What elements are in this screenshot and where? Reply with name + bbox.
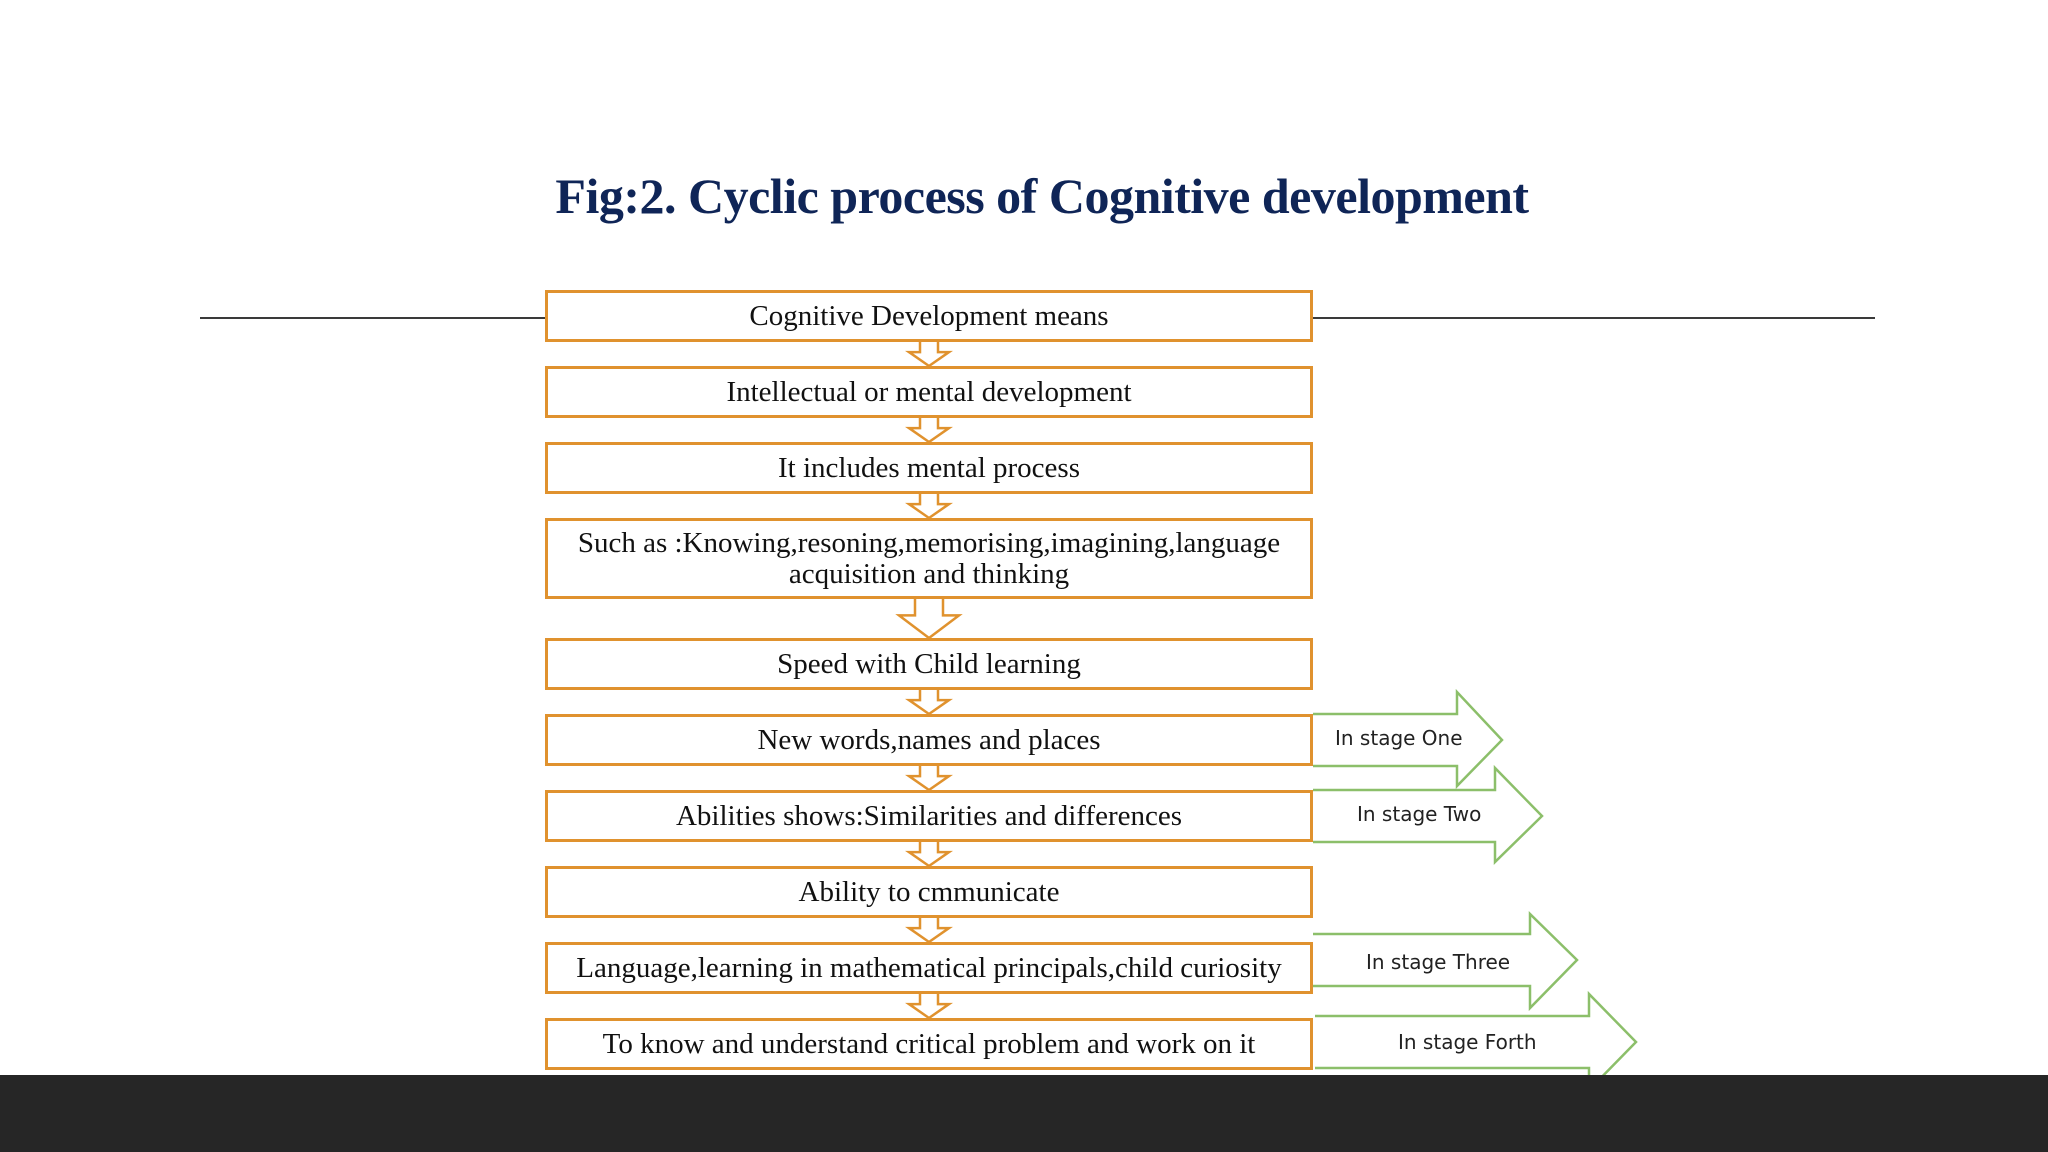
stage-two-label: In stage Two xyxy=(1357,802,1482,826)
divider-line-right xyxy=(1313,317,1875,319)
flow-step-1-text: Cognitive Development means xyxy=(749,299,1109,332)
down-arrow-8 xyxy=(905,918,953,944)
flow-step-6: New words,names and places xyxy=(545,714,1313,766)
stage-three-label: In stage Three xyxy=(1366,950,1511,974)
down-arrow-2 xyxy=(905,418,953,444)
flow-step-5: Speed with Child learning xyxy=(545,638,1313,690)
flow-step-4-text: Such as :Knowing,resoning,memorising,ima… xyxy=(577,526,1281,590)
slide-title: Fig:2. Cyclic process of Cognitive devel… xyxy=(555,168,1529,224)
flow-step-7-text: Abilities shows:Similarities and differe… xyxy=(675,799,1183,832)
flow-step-1: Cognitive Development means xyxy=(545,290,1313,342)
divider-line-left xyxy=(200,317,545,319)
flow-step-9-text: Language,learning in mathematical princi… xyxy=(576,951,1282,984)
flow-step-9: Language,learning in mathematical princi… xyxy=(545,942,1313,994)
flow-step-8-text: Ability to cmmunicate xyxy=(798,875,1060,908)
flow-step-8: Ability to cmmunicate xyxy=(545,866,1313,918)
down-arrow-9 xyxy=(905,994,953,1020)
down-arrow-5 xyxy=(905,690,953,716)
down-arrow-3 xyxy=(905,494,953,520)
stage-forth-label: In stage Forth xyxy=(1398,1030,1537,1054)
flow-step-10-text: To know and understand critical problem … xyxy=(602,1027,1256,1060)
flow-step-5-text: Speed with Child learning xyxy=(777,647,1081,680)
down-arrow-6 xyxy=(905,766,953,792)
flow-step-7: Abilities shows:Similarities and differe… xyxy=(545,790,1313,842)
flow-step-4: Such as :Knowing,resoning,memorising,ima… xyxy=(545,518,1313,599)
down-arrow-4 xyxy=(895,599,963,640)
flow-step-3-text: It includes mental process xyxy=(778,451,1080,484)
footer-bar xyxy=(0,1075,2048,1152)
flow-step-10: To know and understand critical problem … xyxy=(545,1018,1313,1070)
flow-step-2: Intellectual or mental development xyxy=(545,366,1313,418)
flow-step-2-text: Intellectual or mental development xyxy=(726,375,1132,408)
down-arrow-7 xyxy=(905,842,953,868)
stage-one-label: In stage One xyxy=(1335,726,1463,750)
down-arrow-1 xyxy=(905,342,953,368)
flow-step-6-text: New words,names and places xyxy=(757,723,1101,756)
flow-step-3: It includes mental process xyxy=(545,442,1313,494)
